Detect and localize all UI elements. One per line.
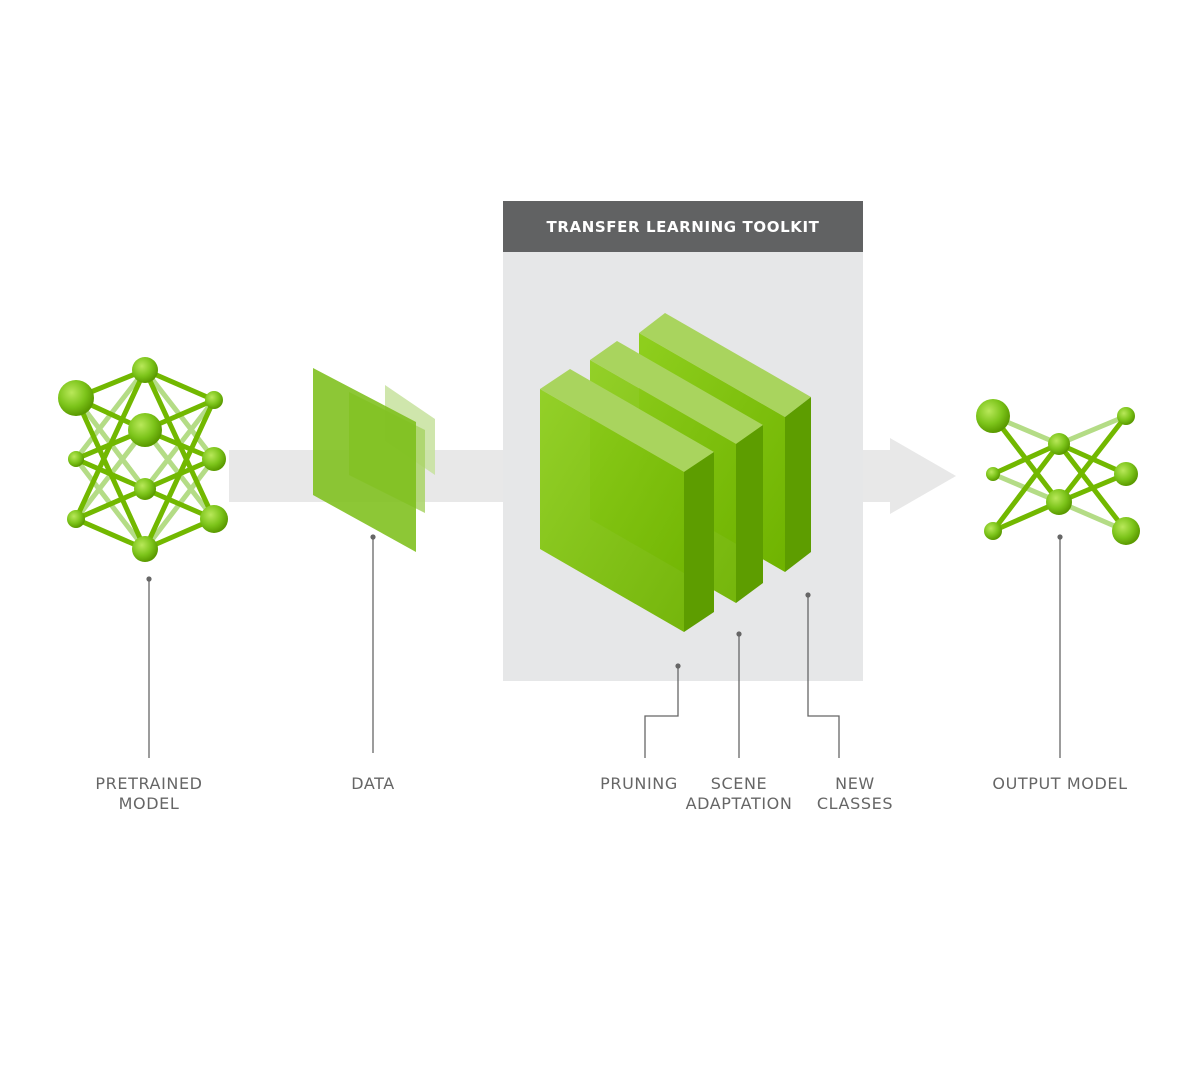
label-data: DATA [333, 774, 413, 794]
label-line: SCENE [710, 774, 768, 793]
label-pretrained-model: PRETRAINED MODEL [89, 774, 209, 814]
leader-dot [675, 663, 681, 669]
leader-pruning [644, 666, 679, 758]
label-line: NEW [835, 774, 875, 793]
label-line: DATA [351, 774, 395, 793]
label-line: CLASSES [816, 794, 894, 813]
label-line: PRUNING [600, 774, 678, 793]
output-model-network [976, 399, 1140, 545]
label-line: MODEL [118, 794, 180, 813]
toolkit-title: TRANSFER LEARNING TOOLKIT [546, 217, 820, 236]
leader-dot [805, 592, 811, 598]
label-new-classes: NEW CLASSES [805, 774, 905, 814]
pruning-block [540, 369, 714, 632]
toolkit-blocks [540, 313, 811, 632]
data-sheets [313, 368, 435, 552]
leader-lines [148, 537, 1061, 758]
leader-new-classes [807, 595, 840, 758]
leader-dot [1057, 534, 1063, 540]
pretrained-model-network [58, 357, 228, 562]
label-pruning: PRUNING [589, 774, 689, 794]
label-line: PRETRAINED [95, 774, 203, 793]
leader-dot [146, 576, 152, 582]
toolkit-header: TRANSFER LEARNING TOOLKIT [503, 201, 863, 252]
label-output-model: OUTPUT MODEL [985, 774, 1135, 794]
label-line: OUTPUT MODEL [992, 774, 1128, 793]
label-scene-adaptation: SCENE ADAPTATION [679, 774, 799, 814]
label-line: ADAPTATION [685, 794, 793, 813]
leader-dot [370, 534, 376, 540]
leader-dot [736, 631, 742, 637]
